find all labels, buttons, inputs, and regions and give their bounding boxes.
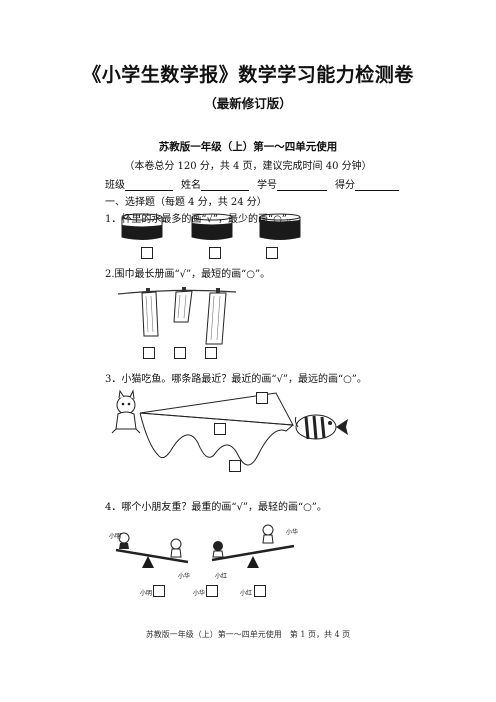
q4-box1-label: 小明 bbox=[140, 590, 153, 597]
question-3: 3．小猫吃鱼。哪条路最近？最近的画“√”，最远的画“○”。 bbox=[105, 374, 367, 385]
q4-box2-label: 小华 bbox=[193, 590, 206, 597]
q3-answer-box-1[interactable] bbox=[256, 392, 268, 404]
cup-1 bbox=[121, 213, 163, 240]
cat-fish-paths-illustration bbox=[111, 389, 348, 466]
seesaw1-right-label: 小华 bbox=[178, 573, 191, 580]
seesaw-illustration bbox=[115, 524, 295, 568]
q3-answer-box-2[interactable] bbox=[214, 423, 226, 435]
q4-answer-box-3[interactable] bbox=[254, 585, 266, 597]
q2-answer-box-1[interactable] bbox=[143, 347, 155, 359]
q4-box3-label: 小红 bbox=[240, 590, 253, 597]
exam-info: （本卷总分 120 分，共 4 页，建议完成时间 40 分钟） bbox=[124, 161, 372, 172]
student-info-fields: 班级 姓名 学号 得分 bbox=[105, 176, 403, 191]
page-subtitle: （最新修订版） bbox=[204, 96, 292, 111]
question-2: 2.围巾最长册画“√”，最短的画“○”。 bbox=[105, 269, 271, 280]
page-footer: 苏教版一年级（上）第一～四单元使用 第 1 页，共 4 页 bbox=[145, 630, 351, 639]
score-label: 得分 bbox=[335, 180, 355, 191]
edition-line: 苏教版一年级（上）第一～四单元使用 bbox=[158, 141, 338, 153]
fish-figure bbox=[294, 414, 348, 440]
q1-answer-box-2[interactable] bbox=[209, 247, 221, 259]
section-heading: 一、选择题（每题 4 分，共 24 分） bbox=[105, 197, 267, 208]
scarves-illustration bbox=[117, 287, 237, 345]
scarf-2 bbox=[173, 287, 193, 323]
paths bbox=[139, 392, 294, 466]
name-label: 姓名 bbox=[181, 180, 201, 191]
scarf-1 bbox=[141, 288, 159, 337]
q1-answer-box-3[interactable] bbox=[266, 247, 278, 259]
q2-answer-box-3[interactable] bbox=[205, 347, 217, 359]
number-field[interactable] bbox=[277, 179, 327, 191]
seesaw2-left-label: 小红 bbox=[215, 573, 228, 580]
class-label: 班级 bbox=[105, 180, 125, 191]
question-4: 4．哪个小朋友重？最重的画“√”，最轻的画“○”。 bbox=[105, 502, 327, 513]
cat-figure bbox=[111, 389, 141, 434]
seesaw2-right-label: 小华 bbox=[286, 529, 299, 536]
page-title: 《小学生数学报》数学学习能力检测卷 bbox=[82, 64, 414, 86]
seesaw-2 bbox=[211, 524, 295, 568]
cup-3 bbox=[259, 213, 301, 240]
seesaw1-left-label: 小明 bbox=[109, 533, 122, 540]
number-label: 学号 bbox=[257, 180, 277, 191]
score-field[interactable] bbox=[355, 179, 399, 191]
class-field[interactable] bbox=[125, 179, 173, 191]
scarf-3 bbox=[205, 288, 227, 345]
name-field[interactable] bbox=[201, 179, 249, 191]
q4-answer-box-1[interactable] bbox=[153, 585, 165, 597]
q2-answer-box-2[interactable] bbox=[174, 347, 186, 359]
cup-2 bbox=[191, 213, 233, 240]
seesaw-1 bbox=[115, 532, 189, 568]
cups-illustration bbox=[121, 213, 301, 240]
q3-answer-box-3[interactable] bbox=[229, 460, 241, 472]
q1-answer-box-1[interactable] bbox=[141, 247, 153, 259]
q4-answer-box-2[interactable] bbox=[206, 585, 218, 597]
